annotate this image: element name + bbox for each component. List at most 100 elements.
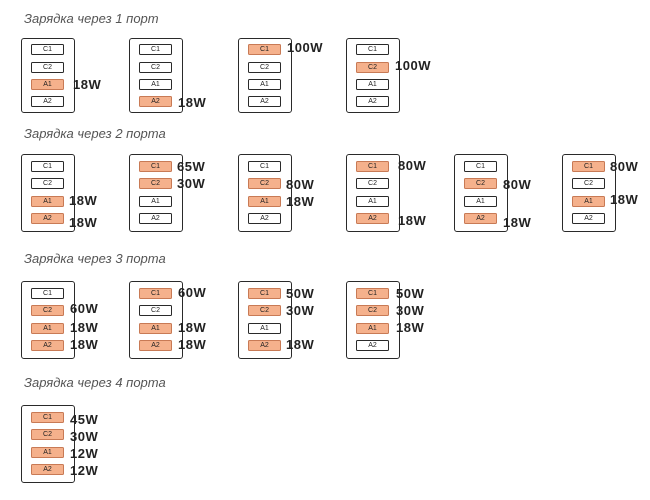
port-c1: C1 (356, 44, 389, 55)
port-a2: A2 (572, 213, 605, 224)
wattage-label: 18W (70, 337, 99, 352)
port-c2: C2 (139, 305, 172, 316)
wattage-label: 18W (286, 194, 315, 209)
wattage-label: 18W (69, 193, 98, 208)
port-a1: A1 (139, 196, 172, 207)
port-c2: C2 (139, 62, 172, 73)
section-title: Зарядка через 1 порт (24, 11, 159, 26)
port-c1: C1 (139, 44, 172, 55)
port-a2-active: A2 (464, 213, 497, 224)
wattage-label: 50W (396, 286, 425, 301)
wattage-label: 30W (177, 176, 206, 191)
section-title: Зарядка через 2 порта (24, 126, 166, 141)
port-a2: A2 (356, 340, 389, 351)
wattage-label: 18W (178, 337, 207, 352)
wattage-label: 30W (70, 429, 99, 444)
port-a1-active: A1 (31, 79, 64, 90)
wattage-label: 18W (178, 320, 207, 335)
port-a1: A1 (464, 196, 497, 207)
port-c1: C1 (31, 161, 64, 172)
port-c2: C2 (356, 178, 389, 189)
port-c1: C1 (31, 44, 64, 55)
port-a1-active: A1 (572, 196, 605, 207)
port-a1-active: A1 (356, 323, 389, 334)
wattage-label: 80W (610, 159, 639, 174)
port-a2-active: A2 (139, 340, 172, 351)
port-a1: A1 (356, 196, 389, 207)
port-c2-active: C2 (31, 429, 64, 440)
port-a1-active: A1 (31, 447, 64, 458)
port-c1-active: C1 (356, 288, 389, 299)
wattage-label: 60W (178, 285, 207, 300)
port-a2-active: A2 (31, 340, 64, 351)
wattage-label: 18W (398, 213, 427, 228)
port-a1: A1 (139, 79, 172, 90)
port-c2: C2 (248, 62, 281, 73)
port-a2: A2 (248, 213, 281, 224)
port-c2-active: C2 (248, 305, 281, 316)
port-c2-active: C2 (248, 178, 281, 189)
port-c2: C2 (572, 178, 605, 189)
wattage-label: 80W (503, 177, 532, 192)
port-c1-active: C1 (248, 44, 281, 55)
port-c2-active: C2 (356, 305, 389, 316)
port-c1-active: C1 (248, 288, 281, 299)
wattage-label: 30W (286, 303, 315, 318)
wattage-label: 100W (395, 58, 431, 73)
port-a1-active: A1 (248, 196, 281, 207)
port-a1-active: A1 (31, 323, 64, 334)
wattage-label: 18W (73, 77, 102, 92)
port-c2: C2 (31, 62, 64, 73)
port-a2-active: A2 (31, 213, 64, 224)
port-c1-active: C1 (31, 412, 64, 423)
section-title: Зарядка через 4 порта (24, 375, 166, 390)
port-a1: A1 (248, 323, 281, 334)
port-a2: A2 (248, 96, 281, 107)
wattage-label: 18W (286, 337, 315, 352)
port-c1: C1 (31, 288, 64, 299)
port-a1-active: A1 (31, 196, 64, 207)
wattage-label: 18W (69, 215, 98, 230)
port-c1-active: C1 (139, 288, 172, 299)
wattage-label: 65W (177, 159, 206, 174)
port-a1: A1 (356, 79, 389, 90)
wattage-label: 12W (70, 446, 99, 461)
port-c2: C2 (31, 178, 64, 189)
port-c1: C1 (248, 161, 281, 172)
port-c1-active: C1 (356, 161, 389, 172)
port-a2: A2 (356, 96, 389, 107)
wattage-label: 50W (286, 286, 315, 301)
wattage-label: 80W (286, 177, 315, 192)
wattage-label: 30W (396, 303, 425, 318)
wattage-label: 18W (610, 192, 639, 207)
port-c1-active: C1 (572, 161, 605, 172)
wattage-label: 60W (70, 301, 99, 316)
port-a1-active: A1 (139, 323, 172, 334)
port-a2-active: A2 (139, 96, 172, 107)
port-a1: A1 (248, 79, 281, 90)
port-c2-active: C2 (31, 305, 64, 316)
port-c2-active: C2 (464, 178, 497, 189)
wattage-label: 100W (287, 40, 323, 55)
wattage-label: 45W (70, 412, 99, 427)
wattage-label: 18W (396, 320, 425, 335)
port-c1: C1 (464, 161, 497, 172)
port-a2-active: A2 (248, 340, 281, 351)
port-c1-active: C1 (139, 161, 172, 172)
wattage-label: 18W (503, 215, 532, 230)
